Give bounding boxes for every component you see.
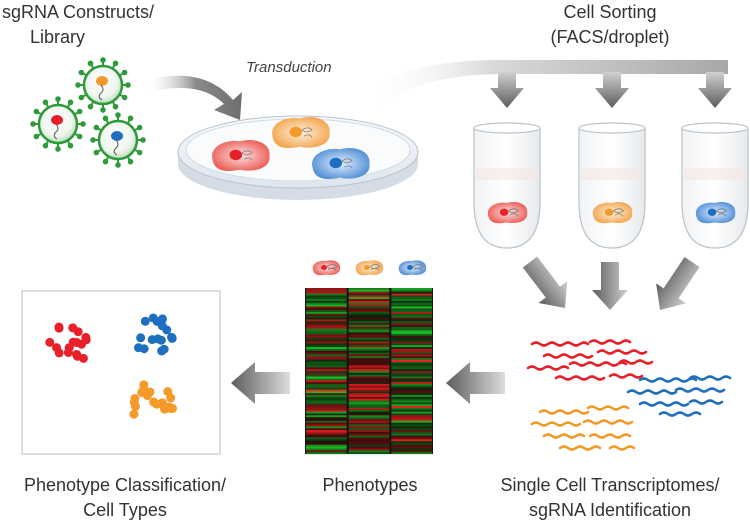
dish-cell-red <box>212 140 270 171</box>
phenotype-heatmap <box>305 288 433 455</box>
transcript-read <box>588 339 632 345</box>
transcript-read <box>558 445 602 451</box>
scatter-point <box>129 398 139 408</box>
scatter-point <box>73 327 83 337</box>
scatter-point <box>139 344 149 354</box>
sorting-down-arrows <box>490 72 732 108</box>
classification-scatter <box>21 290 221 455</box>
transcript-read <box>526 365 570 371</box>
tube-cell <box>487 202 528 224</box>
scatter-point <box>168 403 178 413</box>
heatmap-cell-blue <box>398 260 427 276</box>
transcript-read <box>554 375 606 381</box>
transcript-read <box>688 399 724 405</box>
transcript-read <box>608 445 636 451</box>
scatter-point <box>157 346 167 356</box>
virus-library-icon <box>30 57 146 168</box>
scatter-point <box>158 314 168 324</box>
sorted-cell-tubes <box>473 122 749 249</box>
scatter-point <box>166 393 176 403</box>
virus-particle-icon <box>90 112 146 168</box>
classification-label-line2: Cell Types <box>83 500 167 520</box>
transcript-read <box>582 419 634 425</box>
transcript-read <box>688 375 732 381</box>
dish-cell-blue <box>312 148 370 179</box>
scatter-point <box>72 350 82 360</box>
transcript-read <box>658 411 702 417</box>
scatter-point <box>140 316 150 326</box>
heatmap-cell-orange <box>355 260 384 276</box>
transcript-read <box>542 353 594 359</box>
scatter-point <box>162 325 172 335</box>
transcript-read <box>626 389 678 395</box>
transcript-read <box>618 359 654 365</box>
transcript-read <box>530 341 590 347</box>
scatter-point <box>136 333 146 343</box>
heatmap-column-cells <box>312 260 427 276</box>
dish-cell-orange <box>272 117 330 148</box>
transcript-read <box>588 433 632 439</box>
tube-cell <box>695 202 736 224</box>
transcriptomes-label-line1: Single Cell Transcriptomes/ <box>500 475 720 495</box>
scatter-point <box>149 397 159 407</box>
tube-icon <box>681 122 749 249</box>
scatter-point <box>64 343 74 353</box>
transcript-reads <box>526 339 732 451</box>
transcript-read <box>542 433 586 439</box>
phenotypes-label: Phenotypes <box>322 475 418 495</box>
tube-icon <box>578 122 646 249</box>
transcript-read <box>596 349 648 355</box>
scatter-point <box>129 409 139 419</box>
sorting-band-arrow <box>365 60 728 108</box>
transcriptomes-label-line2: sgRNA Identification <box>528 500 692 520</box>
virus-particle-icon <box>30 96 86 152</box>
transcript-read <box>568 361 628 367</box>
scatter-point <box>78 353 88 363</box>
scatter-point <box>147 335 157 345</box>
transcript-read <box>586 405 630 411</box>
transcript-read <box>608 373 644 379</box>
scatter-point <box>167 332 177 342</box>
sgrna-label-line1: sgRNA Constructs/ <box>2 2 155 22</box>
transcript-read <box>638 377 698 383</box>
scatter-point <box>52 343 62 353</box>
transcriptome-arrows <box>522 256 700 310</box>
sorting-label-line1: Cell Sorting <box>563 2 657 22</box>
transcript-read <box>538 409 590 415</box>
transduction-arrow <box>150 75 242 120</box>
arrow-to-phenotypes <box>446 362 505 404</box>
scatter-point <box>139 384 149 394</box>
transcript-read <box>530 421 582 427</box>
heatmap-cell-red <box>312 260 341 276</box>
transcript-read <box>638 401 690 407</box>
scatter-point <box>45 337 55 347</box>
sgrna-label-line2: Library <box>30 27 86 47</box>
scatter-point <box>156 335 166 345</box>
classification-label-line1: Phenotype Classification/ <box>23 475 227 495</box>
tube-cell <box>592 202 633 224</box>
scatter-point <box>54 322 64 332</box>
transduction-label: Transduction <box>246 59 332 76</box>
transcript-read <box>674 387 726 393</box>
virus-particle-icon <box>75 57 131 113</box>
sorting-label-line2: (FACS/droplet) <box>550 27 670 47</box>
tube-icon <box>473 122 541 249</box>
arrow-to-classification <box>231 362 290 404</box>
scatter-point <box>81 335 91 345</box>
